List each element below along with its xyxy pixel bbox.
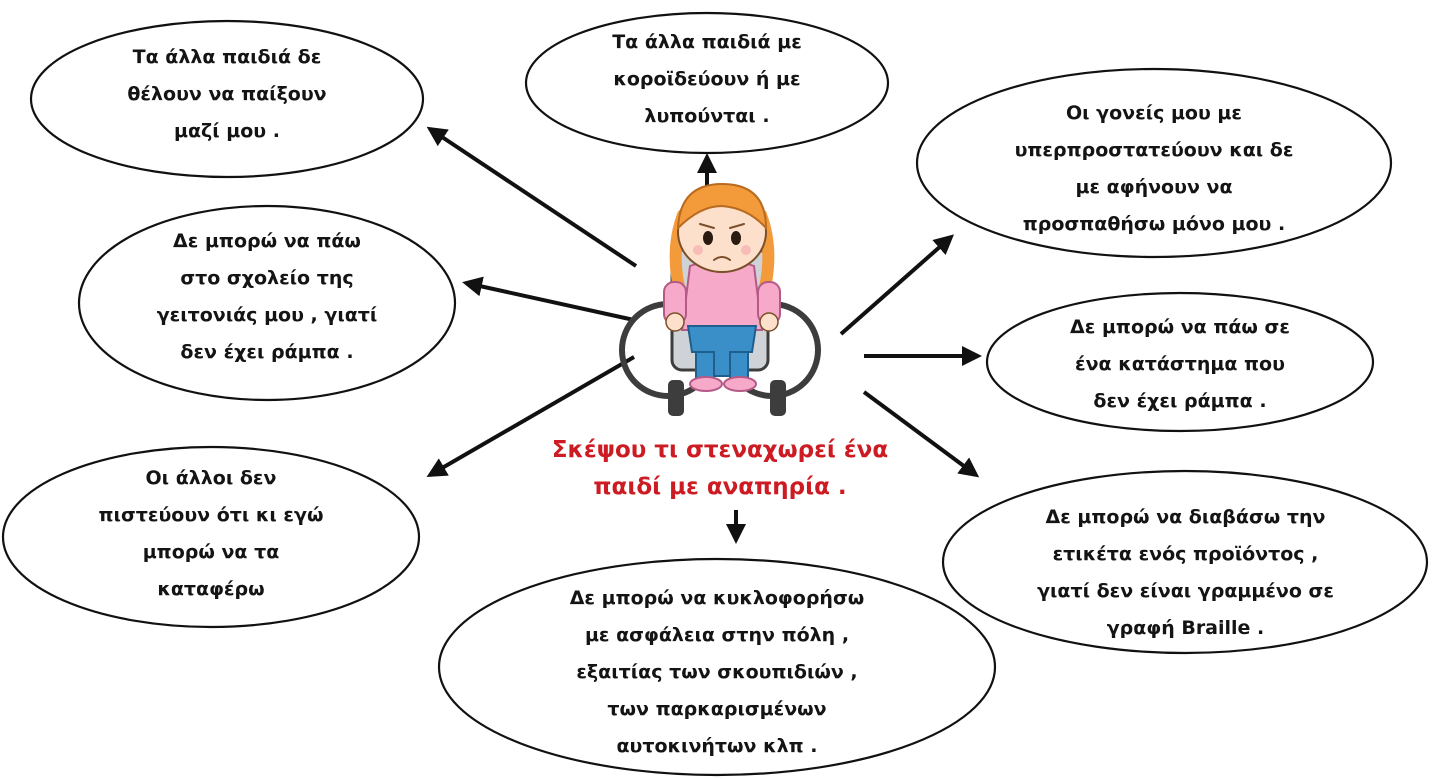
bubble-1: Τα άλλα παιδιά δε θέλουν να παίξουν μαζί… [30, 20, 424, 178]
bubble-outline-3 [915, 67, 1393, 259]
bubble-outline-7 [941, 469, 1429, 655]
bubble-outline-4 [77, 204, 457, 402]
bubble-3: Οι γονείς μου με υπερπροστατεύουν και δε… [916, 68, 1392, 258]
bubble-3-text: Οι γονείς μου με υπερπροστατεύουν και δε… [1014, 102, 1294, 235]
girl-in-wheelchair-icon [619, 182, 821, 416]
bubble-outline-1 [29, 19, 425, 179]
arrow-to-bubble-3 [839, 234, 955, 336]
bubble-4-text: Δε μπορώ να πάω στο σχολείο της γειτονιά… [156, 230, 378, 363]
bubble-8: Δε μπορώ να κυκλοφορήσω με ασφάλεια στην… [438, 558, 996, 776]
bubble-7: Δε μπορώ να διαβάσω την ετικέτα ενός προ… [942, 470, 1429, 654]
bubble-7-text: Δε μπορώ να διαβάσω την ετικέτα ενός προ… [1037, 506, 1334, 639]
bubble-6-text: Οι άλλοι δεν πιστεύουν ότι κι εγώ μπορώ … [98, 467, 324, 600]
bubble-outline-8 [437, 557, 997, 777]
bubble-outline-5 [985, 291, 1375, 433]
bubble-1-text: Τα άλλα παιδιά δε θέλουν να παίξουν μαζί… [127, 45, 327, 142]
arrow-to-bubble-6 [426, 355, 636, 478]
bubble-outline-6 [1, 445, 421, 629]
arrow-to-bubble-1 [426, 126, 638, 268]
bubble-8-text: Δε μπορώ να κυκλοφορήσω με ασφάλεια στην… [569, 587, 865, 757]
bubble-5: Δε μπορώ να πάω σε ένα κατάστημα που δεν… [986, 292, 1374, 432]
arrow-to-bubble-4 [462, 276, 635, 322]
bubble-2: Τα άλλα παιδιά με κοροϊδεύουν ή με λυπού… [525, 12, 889, 154]
bubble-4: Δε μπορώ να πάω στο σχολείο της γειτονιά… [78, 205, 456, 401]
arrow-to-bubble-7 [862, 390, 980, 478]
central-caption: Σκέψου τι στεναχωρεί ένα παιδί με αναπηρ… [551, 437, 889, 500]
bubble-2-text: Τα άλλα παιδιά με κοροϊδεύουν ή με λυπού… [612, 30, 802, 127]
bubble-6: Οι άλλοι δεν πιστεύουν ότι κι εγώ μπορώ … [2, 446, 420, 628]
bubble-5-text: Δε μπορώ να πάω σε ένα κατάστημα που δεν… [1070, 315, 1290, 412]
